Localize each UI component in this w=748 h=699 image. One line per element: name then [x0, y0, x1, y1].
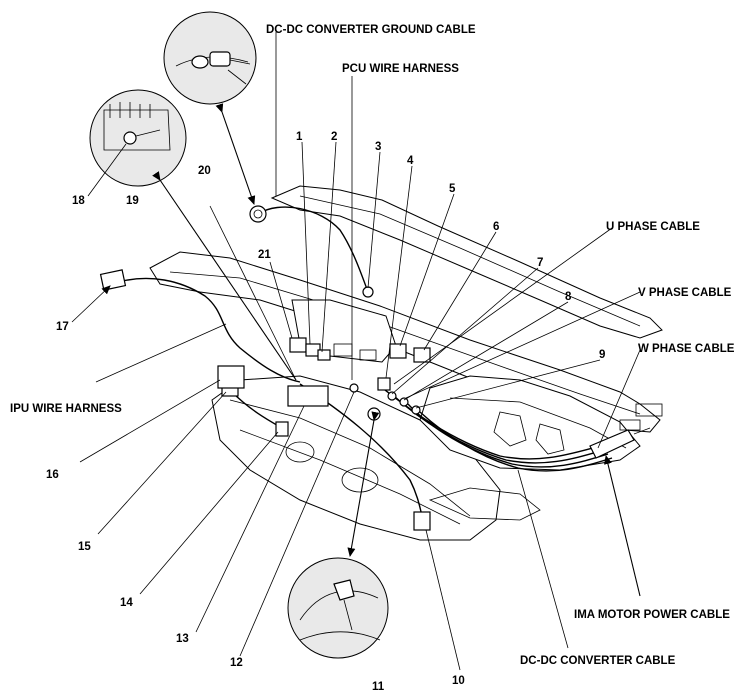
- label-v-phase-cable: V PHASE CABLE: [638, 287, 732, 299]
- callout-5: 5: [449, 183, 456, 195]
- terminal-3: [362, 286, 374, 298]
- callout-2: 2: [331, 131, 337, 143]
- w-phase-cable-route: [407, 403, 609, 468]
- ima-motor-power-cable-end: [589, 429, 635, 459]
- label-dc-dc-converter-ground-cable: DC-DC CONVERTER GROUND CABLE: [266, 24, 476, 36]
- connector-5: [389, 343, 407, 359]
- connector-14: [275, 421, 289, 437]
- label-ipu-wire-harness: IPU WIRE HARNESS: [10, 403, 122, 415]
- callout-1: 1: [296, 131, 303, 143]
- v-phase-cable-route: [393, 395, 605, 464]
- dc-dc-ground-cable-route: [257, 206, 369, 293]
- callout-7: 7: [537, 257, 543, 269]
- callout-6: 6: [493, 221, 499, 233]
- connector-6: [413, 347, 431, 363]
- callout-4: 4: [407, 155, 414, 167]
- cables: [117, 206, 651, 517]
- terminal-8: [399, 397, 409, 407]
- callout-17: 17: [56, 321, 69, 333]
- terminal-12: [349, 383, 359, 393]
- detail-circle-20: [163, 11, 257, 105]
- label-pcu-wire-harness: PCU WIRE HARNESS: [342, 63, 459, 75]
- text-labels: DC-DC CONVERTER GROUND CABLE PCU WIRE HA…: [10, 24, 735, 667]
- connector-17: [99, 269, 127, 291]
- callout-8: 8: [565, 291, 572, 303]
- callout-numbers: 1 2 3 4 5 6 7 8 9 10 11 12 13 14 15 16 1…: [46, 131, 605, 693]
- detail-circle-18: [89, 89, 187, 187]
- connector-13: [287, 385, 329, 407]
- detail-circle-11: [287, 557, 389, 659]
- connector-10: [413, 511, 431, 531]
- callout-11: 11: [372, 681, 385, 693]
- callout-18: 18: [72, 195, 85, 207]
- callout-3: 3: [375, 141, 381, 153]
- callout-15: 15: [78, 541, 91, 553]
- connector-4: [377, 377, 391, 391]
- label-w-phase-cable: W PHASE CABLE: [638, 343, 735, 355]
- callout-10: 10: [452, 675, 465, 687]
- callout-16: 16: [46, 469, 59, 481]
- terminal-9: [411, 405, 421, 415]
- callout-21: 21: [258, 249, 271, 261]
- terminal-11: [367, 407, 381, 421]
- callout-9: 9: [599, 349, 605, 361]
- terminal-7: [387, 391, 397, 401]
- label-dc-dc-converter-cable: DC-DC CONVERTER CABLE: [520, 655, 676, 667]
- callout-19: 19: [126, 195, 139, 207]
- vehicle-body-illustration: [149, 185, 663, 541]
- ground-terminal-20: [249, 205, 267, 223]
- label-ima-motor-power-cable: IMA MOTOR POWER CABLE: [574, 609, 730, 621]
- callout-20: 20: [198, 165, 211, 177]
- dc-dc-converter-cable-route: [419, 411, 613, 472]
- label-u-phase-cable: U PHASE CABLE: [606, 221, 700, 233]
- callout-13: 13: [176, 633, 189, 645]
- leader-lines: [71, 32, 641, 671]
- connector-16: [217, 365, 245, 389]
- ipu-wire-harness-cable: [117, 277, 301, 383]
- cable-to-connector-10: [299, 383, 423, 517]
- connector-21: [289, 337, 307, 353]
- callout-12: 12: [230, 657, 243, 669]
- connector-2: [317, 349, 331, 361]
- callout-14: 14: [120, 597, 133, 609]
